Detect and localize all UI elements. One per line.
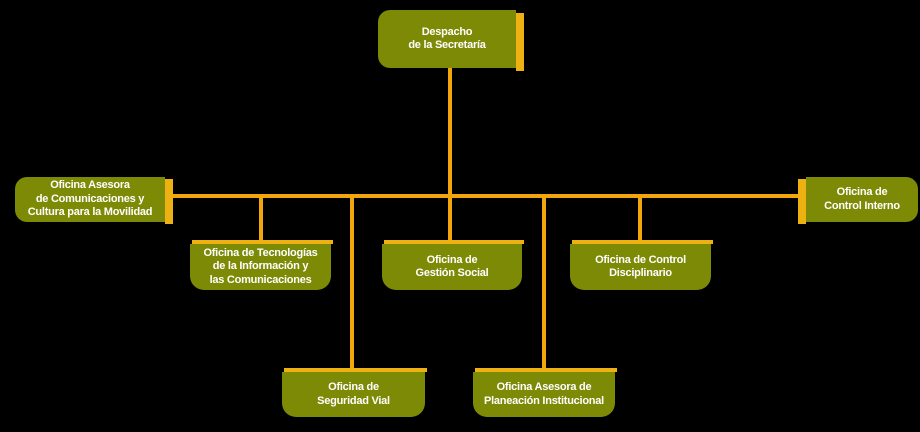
org-node-planeacion-label: Oficina Asesora de Planeación Institucio… [484, 381, 604, 407]
org-node-control-interno-label: Oficina de Control Interno [824, 186, 900, 212]
connector-drop-planeacion [542, 194, 546, 372]
org-node-despacho: Despacho de la Secretaría [378, 10, 524, 71]
accent-bar-top [284, 368, 427, 372]
accent-bar-left [798, 179, 806, 224]
org-node-seguridad-vial-label: Oficina de Seguridad Vial [317, 381, 390, 407]
connector-drop-disciplinario [638, 194, 642, 244]
org-node-tecnologias: Oficina de Tecnologías de la Información… [190, 240, 333, 290]
org-node-seguridad-vial: Oficina de Seguridad Vial [282, 368, 427, 417]
accent-bar-right [516, 13, 524, 71]
accent-bar-right [165, 179, 173, 224]
accent-bar-top [192, 240, 333, 244]
connector-horizontal-main [172, 194, 799, 198]
org-node-planeacion: Oficina Asesora de Planeación Institucio… [473, 368, 617, 417]
org-node-gestion-social-label: Oficina de Gestión Social [415, 253, 489, 280]
connector-drop-tecnologias [259, 194, 263, 244]
org-node-despacho-label: Despacho de la Secretaría [408, 25, 486, 52]
accent-bar-top [384, 240, 524, 244]
org-node-control-interno: Oficina de Control Interno [798, 177, 918, 224]
connector-drop-seguridad-vial [350, 194, 354, 372]
org-node-comunicaciones-label: Oficina Asesora de Comunicaciones y Cult… [27, 179, 153, 219]
accent-bar-top [475, 368, 617, 372]
org-node-tecnologias-label: Oficina de Tecnologías de la Información… [203, 246, 318, 286]
org-node-disciplinario: Oficina de Control Disciplinario [570, 240, 713, 290]
org-node-gestion-social: Oficina de Gestión Social [382, 240, 524, 290]
org-node-disciplinario-label: Oficina de Control Disciplinario [595, 253, 686, 280]
accent-bar-top [572, 240, 713, 244]
org-node-comunicaciones: Oficina Asesora de Comunicaciones y Cult… [15, 177, 173, 224]
connector-trunk-despacho [448, 68, 452, 244]
